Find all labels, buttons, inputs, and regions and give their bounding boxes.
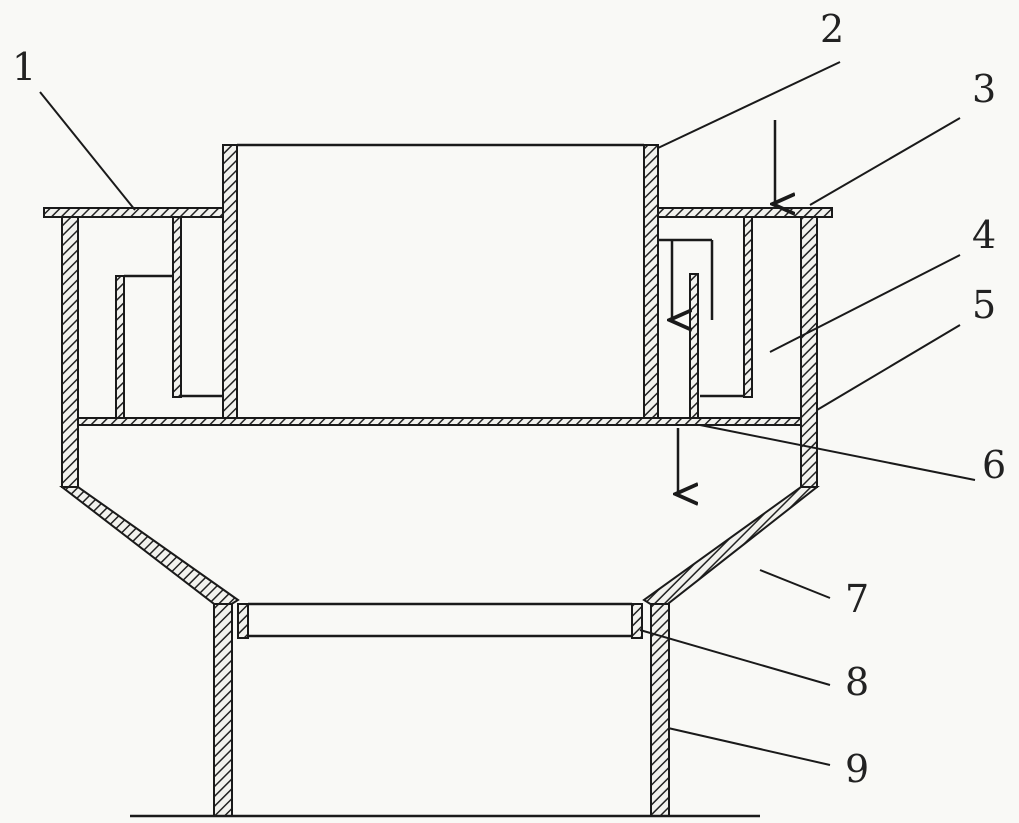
central-tube (222, 143, 659, 424)
conical-section (59, 486, 820, 612)
outlet-ring (237, 602, 643, 639)
lower-pipe (130, 603, 760, 818)
label-4: 4 (972, 213, 996, 257)
label-1: 1 (12, 45, 36, 89)
label-7: 7 (845, 577, 869, 621)
top-plate-right (649, 207, 833, 218)
left-baffles (115, 216, 223, 419)
label-6: 6 (982, 443, 1006, 487)
outer-chamber-wall (61, 216, 818, 488)
leader-lines (39, 61, 976, 766)
label-9: 9 (845, 747, 869, 791)
label-3: 3 (972, 67, 996, 111)
label-2: 2 (820, 7, 844, 51)
label-5: 5 (972, 283, 996, 327)
label-8: 8 (845, 660, 869, 704)
top-plate-left (43, 207, 233, 218)
right-baffles (658, 216, 753, 419)
chamber-bottom-plate (77, 417, 802, 426)
